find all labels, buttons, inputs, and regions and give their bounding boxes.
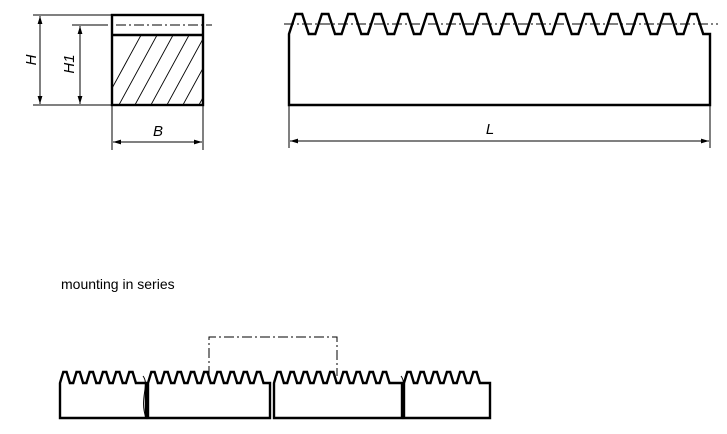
rack-outline bbox=[287, 12, 712, 107]
series-rack-segment bbox=[146, 370, 272, 420]
dimension-h-label: H bbox=[23, 54, 40, 65]
cross-section-view: H H1 B bbox=[23, 13, 212, 150]
dimension-l-label: L bbox=[486, 121, 494, 138]
break-mark-right bbox=[400, 375, 405, 419]
section-hatching bbox=[112, 35, 203, 105]
mounting-reference-bracket bbox=[208, 336, 338, 376]
dimension-h1-label: H1 bbox=[61, 54, 78, 73]
break-mark-left bbox=[142, 375, 147, 419]
series-rack-segment bbox=[402, 370, 492, 420]
rack-side-view: L bbox=[284, 12, 718, 148]
dimension-b-label: B bbox=[153, 123, 163, 140]
mounting-caption: mounting in series bbox=[61, 276, 175, 292]
series-assembly bbox=[58, 336, 492, 420]
series-rack-segment bbox=[272, 370, 404, 420]
series-rack-segment bbox=[58, 370, 148, 420]
section-outline bbox=[110, 13, 205, 107]
